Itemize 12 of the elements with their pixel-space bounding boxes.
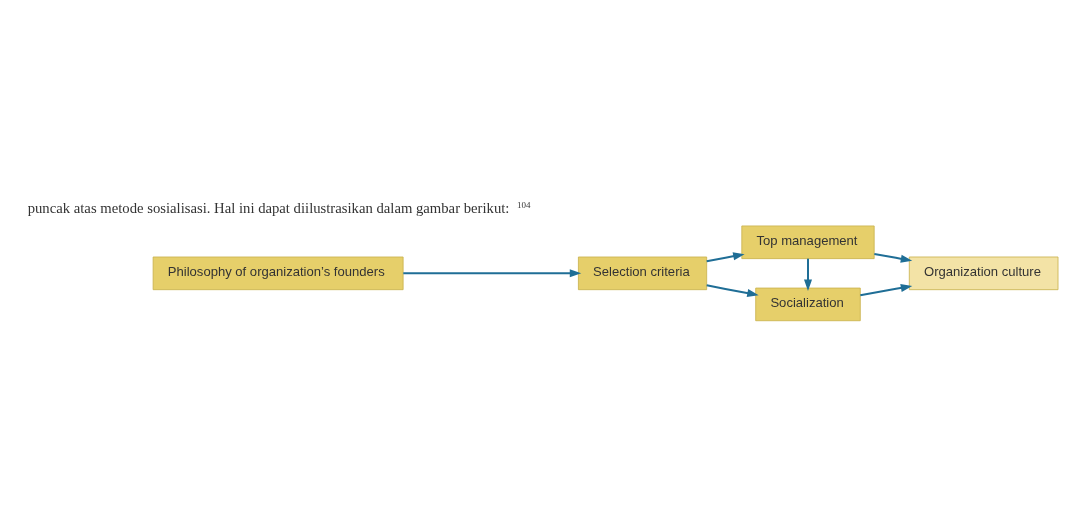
label: puncak atas metode sosialisasi. Hal ini dapat diilustrasikan dalam gambar berikut:$^{104}$	[27, 199, 531, 216]
node-box: Organization culture	[908, 256, 1059, 290]
node-box: Socialization	[755, 287, 861, 321]
node-box: Top management	[741, 225, 875, 259]
node-box: Philosophy of organization’s founders	[152, 256, 404, 290]
arrow	[860, 283, 913, 296]
arrow	[706, 251, 745, 262]
arrow	[804, 258, 812, 291]
node-box: Selection criteria	[578, 256, 708, 290]
arrow	[706, 283, 759, 297]
arrow	[874, 252, 913, 263]
arrow	[403, 268, 582, 277]
